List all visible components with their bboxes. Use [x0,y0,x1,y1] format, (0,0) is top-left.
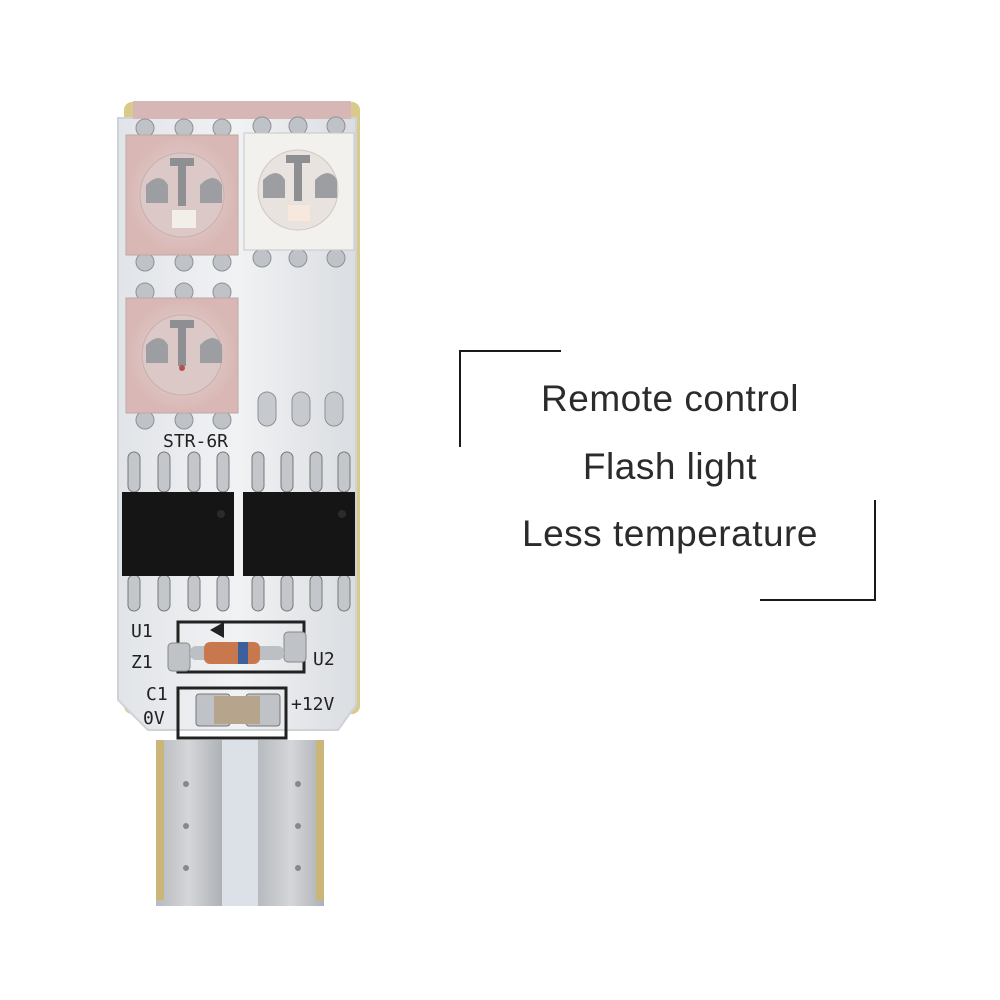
feature-flash-light: Flash light [582,446,758,487]
label-0v: 0V [143,708,165,729]
label-12v: +12V [291,694,335,715]
solder-pads [257,391,344,427]
capacitor-c1 [176,686,288,740]
smd-led-2 [243,116,355,268]
pcb-board [117,117,357,731]
terminal-pads [156,740,324,906]
ic-chip-right [243,451,355,612]
bracket-bottom-right [760,500,876,601]
label-u2: U2 [313,649,335,670]
zener-diode [167,620,307,674]
smd-led-3 [125,282,239,430]
label-z1: Z1 [131,652,153,673]
bracket-top-left [459,350,561,447]
label-u1: U1 [131,621,153,642]
ic-chip-left [122,451,234,612]
pcb-top-rim [133,101,351,119]
feature-less-temperature: Less temperature [522,513,818,554]
feature-remote-control: Remote control [541,378,799,419]
model-label: STR-6R [163,431,228,452]
label-c1: C1 [146,684,168,705]
smd-led-1 [125,118,239,272]
